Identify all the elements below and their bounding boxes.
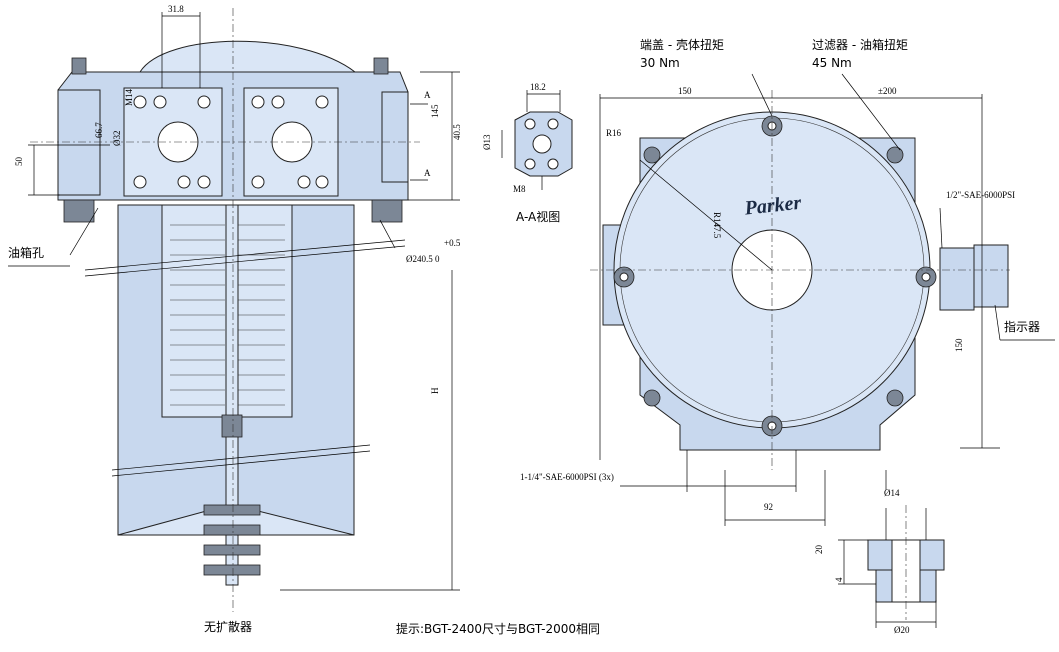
port-quarter-inch: 1-1/4"-SAE-6000PSI (3x)	[520, 472, 614, 482]
dim-32: Ø32	[112, 131, 122, 147]
tank-hole-label: 油箱孔	[8, 246, 45, 260]
dim-66-7: 66.7	[94, 122, 104, 138]
dim-4: 4	[834, 577, 844, 582]
end-cap-torque-value: 30 Nm	[640, 56, 680, 70]
dim-m14: M14	[124, 88, 134, 106]
dim-20-side: 20	[814, 545, 824, 555]
dim-m8: M8	[513, 184, 526, 194]
dim-20-bottom: Ø20	[894, 625, 910, 635]
dim-h: H	[430, 387, 440, 394]
hole-detail	[838, 470, 945, 628]
filter-tank-torque-value: 45 Nm	[812, 56, 852, 70]
top-view	[590, 73, 1055, 526]
dim-92: 92	[764, 502, 773, 512]
dim-18-2: 18.2	[530, 82, 546, 92]
dim-40-5: 40.5	[452, 124, 462, 140]
pleats	[170, 224, 285, 406]
no-diffuser-label: 无扩散器	[204, 620, 253, 634]
section-a-top: A	[424, 90, 431, 100]
end-cap-torque-title: 端盖 - 壳体扭矩	[640, 38, 724, 52]
note-text: 提示:BGT-2400尺寸与BGT-2000相同	[396, 622, 601, 636]
dim-150-side: 150	[954, 338, 964, 352]
front-view	[8, 8, 460, 612]
filter-tank-torque-title: 过滤器 - 油箱扭矩	[812, 38, 908, 52]
dim-150-top: 150	[678, 86, 692, 96]
dim-r147: R147.5	[712, 212, 722, 239]
dim-13: Ø13	[482, 134, 492, 150]
dim-r16: R16	[606, 128, 622, 138]
section-view-label: A-A视图	[516, 210, 561, 224]
dim-50: 50	[14, 157, 24, 167]
dim-240: Ø240.5 0	[406, 254, 440, 264]
port-half-inch: 1/2"-SAE-6000PSI	[946, 190, 1015, 200]
dim-200: ±200	[878, 86, 897, 96]
section-a-a-view	[501, 90, 573, 190]
tolerance-plus: +0.5	[444, 238, 461, 248]
section-a-bottom: A	[424, 168, 431, 178]
dim-145: 145	[430, 104, 440, 118]
dim-14: Ø14	[884, 488, 900, 498]
indicator-label: 指示器	[1004, 320, 1041, 334]
dim-31-8: 31.8	[168, 4, 184, 14]
